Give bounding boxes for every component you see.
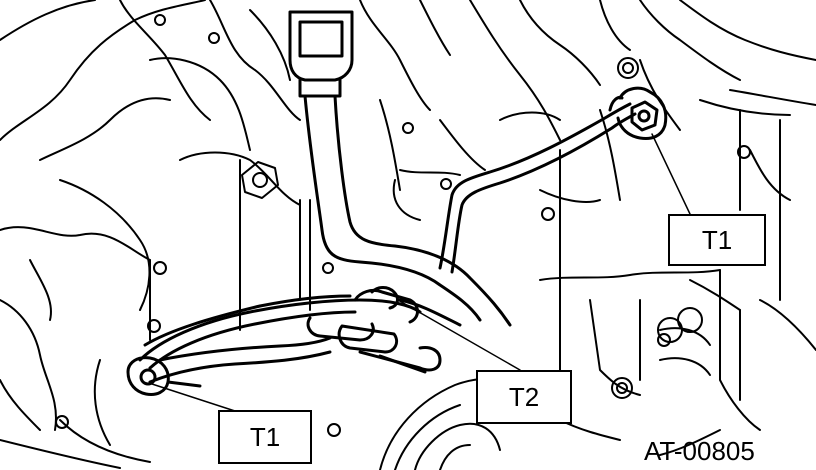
figure-code: AT-00805 [644, 436, 755, 466]
callout-t1-left: T1 [218, 410, 312, 464]
oil-cooler-pipe-upper [438, 102, 637, 274]
oil-filler-tube [288, 10, 512, 327]
union-bolt-left [126, 356, 202, 396]
leader-lines [151, 133, 691, 413]
hose-connector [306, 286, 462, 374]
oil-cooler-pipe-lower [138, 294, 422, 384]
case-bolt-holes [55, 14, 751, 437]
case-bolt-left [241, 161, 279, 199]
callout-t1-right: T1 [668, 214, 766, 266]
leader-t1-right [651, 133, 691, 215]
union-bolt-right [608, 86, 668, 140]
callout-t2: T2 [476, 370, 572, 424]
leader-t2 [397, 299, 521, 371]
leader-t1-left [151, 383, 239, 413]
